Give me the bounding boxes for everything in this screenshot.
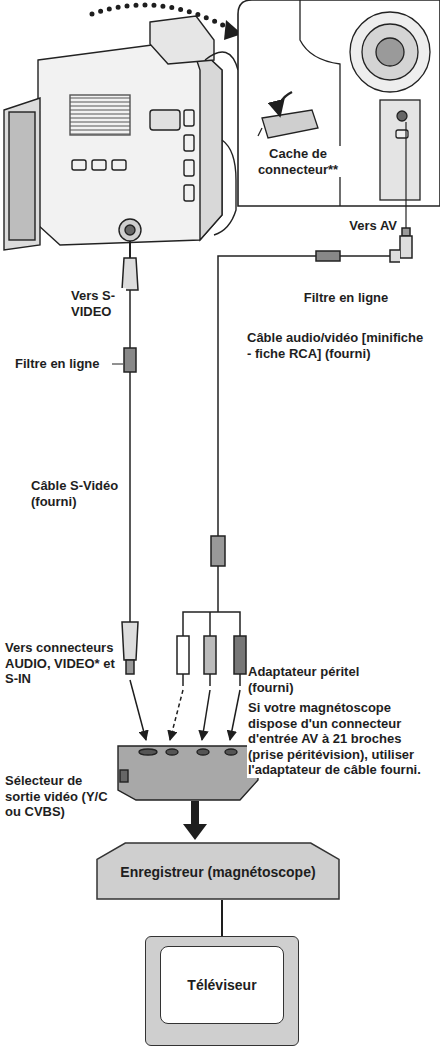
camcorder xyxy=(4,16,238,250)
node-text: Téléviseur xyxy=(160,946,284,1024)
av-cable xyxy=(177,122,412,686)
inset xyxy=(238,0,440,206)
callout-label: Câble audio/vidéo [minifiche - fiche RCA… xyxy=(246,330,432,361)
connector xyxy=(221,900,223,936)
callout-label: Filtre en ligne xyxy=(285,290,407,306)
tv-box: Téléviseur xyxy=(145,936,299,1046)
scart-adapter xyxy=(118,746,258,800)
node-text: Enregistreur (magnétoscope) xyxy=(112,864,324,881)
callout-label: Adaptateur péritel (fourni) xyxy=(247,664,397,695)
big-arrow xyxy=(183,801,207,840)
callout-label: Câble S-Vidéo (fourni) xyxy=(30,478,126,509)
callout-label: Sélecteur de sortie vidéo (Y/C ou CVBS) xyxy=(4,773,116,820)
recorder-box: Enregistreur (magnétoscope) xyxy=(96,842,340,900)
callout-label: Vers AV xyxy=(346,218,398,234)
callout-label: Filtre en ligne xyxy=(14,356,112,372)
callout-label: Cache de connecteur** xyxy=(248,146,348,177)
callout-label: Vers connecteurs AUDIO, VIDEO* et S-IN xyxy=(4,640,116,687)
callout-label: Vers S-VIDEO xyxy=(70,288,126,319)
callout-label: Si votre magnétoscope dispose d'un conne… xyxy=(247,700,437,778)
dotted-arc xyxy=(92,5,232,30)
plug-arrows xyxy=(130,680,240,740)
